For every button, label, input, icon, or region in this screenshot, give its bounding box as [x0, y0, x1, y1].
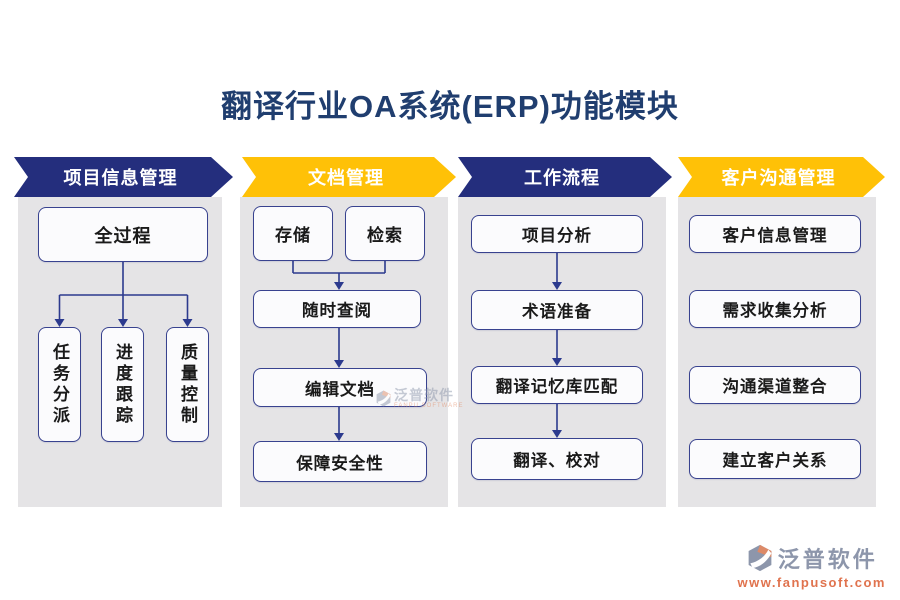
- column-header-customer-communication: 客户沟通管理: [678, 157, 885, 197]
- box-translation-memory-matching: 翻译记忆库匹配: [471, 366, 643, 404]
- box-view-anytime: 随时查阅: [253, 290, 421, 328]
- box-quality-control: 质量控制: [166, 327, 209, 442]
- box-translation-proofreading: 翻译、校对: [471, 438, 643, 480]
- column-header-document-management: 文档管理: [242, 157, 456, 197]
- box-retrieval: 检索: [345, 206, 425, 261]
- page-title: 翻译行业OA系统(ERP)功能模块: [221, 89, 679, 124]
- box-requirement-collection-analysis: 需求收集分析: [689, 290, 861, 328]
- box-establish-customer-relationship: 建立客户关系: [689, 439, 861, 479]
- fanpu-logo-icon: [748, 544, 772, 572]
- box-task-assignment: 任务分派: [38, 327, 81, 442]
- box-terminology-preparation: 术语准备: [471, 290, 643, 330]
- box-full-process: 全过程: [38, 207, 208, 262]
- box-edit-document: 编辑文档: [253, 368, 427, 407]
- box-storage: 存储: [253, 206, 333, 261]
- box-customer-info-management: 客户信息管理: [689, 215, 861, 253]
- fanpu-software-logo: 泛普软件 www.fanpusoft.com: [737, 542, 886, 590]
- box-project-analysis: 项目分析: [471, 215, 643, 253]
- box-progress-tracking: 进度跟踪: [101, 327, 144, 442]
- logo-name: 泛普软件: [777, 547, 878, 572]
- logo-url: www.fanpusoft.com: [737, 575, 886, 590]
- box-ensure-security: 保障安全性: [253, 441, 427, 482]
- box-communication-channel-integration: 沟通渠道整合: [689, 366, 861, 404]
- column-header-project-info: 项目信息管理: [14, 157, 233, 197]
- column-header-workflow: 工作流程: [458, 157, 672, 197]
